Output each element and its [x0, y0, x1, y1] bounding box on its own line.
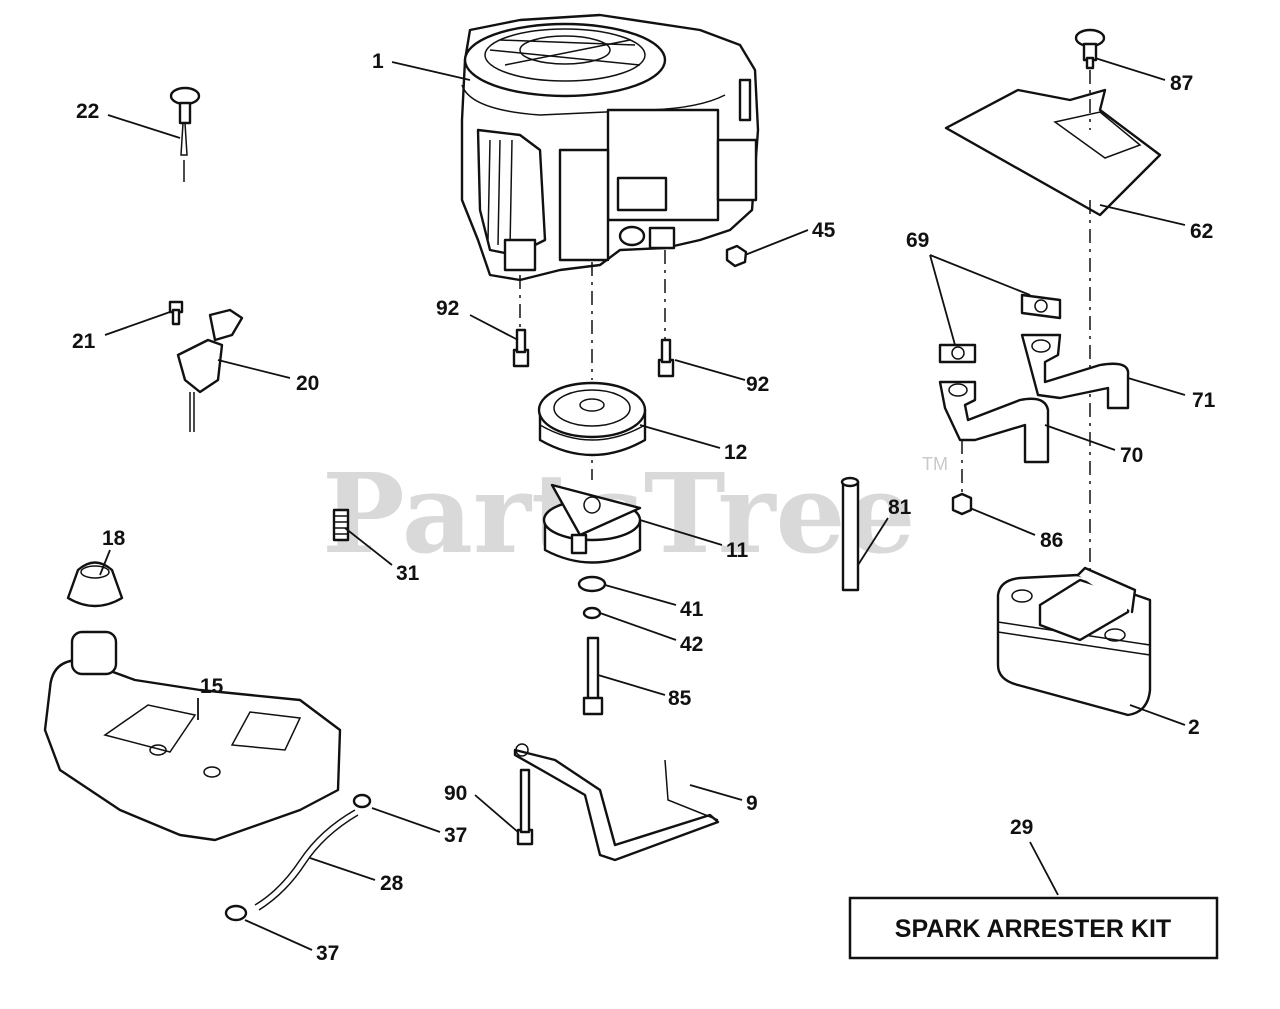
pulley-part-12[interactable]	[537, 381, 647, 457]
callout-87: 87	[1170, 72, 1193, 95]
callout-15: 15	[200, 675, 224, 698]
callout-31: 31	[396, 562, 420, 585]
callout-2: 2	[1188, 716, 1200, 739]
callout-1: 1	[372, 50, 384, 73]
heat-shield-part-62[interactable]	[944, 88, 1162, 217]
callout-62: 62	[1190, 220, 1213, 243]
callout-21: 21	[72, 330, 96, 353]
bolt-part-90[interactable]	[516, 768, 534, 846]
callout-9: 9	[746, 792, 758, 815]
tube-part-81[interactable]	[840, 476, 860, 592]
hose-clamp-part-37-lower[interactable]	[224, 904, 248, 922]
bolt-part-92-right[interactable]	[657, 338, 675, 378]
callout-37-lower: 37	[316, 942, 339, 965]
fuel-hose-part-28[interactable]	[254, 809, 359, 911]
leader-lines	[99, 57, 1186, 951]
callout-81: 81	[888, 496, 912, 519]
bolt-part-92-left[interactable]	[512, 328, 530, 368]
rod-part-9[interactable]	[513, 743, 720, 862]
kit-label: SPARK ARRESTER KIT	[895, 915, 1171, 943]
callout-20: 20	[296, 372, 319, 395]
callout-labels: 1 22 87 45 62 69 92 92 21 20 71 12 70 81…	[72, 50, 1216, 965]
watermark-tm: TM	[922, 454, 948, 474]
gasket-part-69-a[interactable]	[1020, 293, 1062, 320]
screw-part-21[interactable]	[168, 300, 184, 326]
knob-part-87[interactable]	[1074, 28, 1106, 70]
exhaust-pipe-part-70[interactable]	[938, 380, 1050, 464]
washer-part-41[interactable]	[577, 575, 607, 593]
callout-92-left: 92	[436, 297, 459, 320]
gasket-part-69-b[interactable]	[938, 343, 977, 364]
callout-70: 70	[1120, 444, 1143, 467]
callout-12: 12	[724, 441, 747, 464]
muffler-part-2[interactable]	[996, 566, 1152, 717]
callout-18: 18	[102, 527, 126, 550]
lock-washer-part-42[interactable]	[582, 606, 602, 620]
hose-clamp-part-37-upper[interactable]	[352, 793, 372, 809]
fuel-tank-part-15[interactable]	[43, 630, 342, 842]
engine-part[interactable]	[460, 13, 760, 282]
spring-part-31[interactable]	[332, 508, 350, 542]
exhaust-pipe-part-71[interactable]	[1020, 333, 1130, 410]
clutch-part-11[interactable]	[542, 483, 642, 564]
knob-part-22[interactable]	[169, 86, 201, 182]
bolt-part-85[interactable]	[582, 636, 604, 716]
callout-45: 45	[812, 219, 836, 242]
fuel-cap-part-18[interactable]	[66, 561, 124, 608]
throttle-control-part-20[interactable]	[176, 308, 244, 432]
callout-69: 69	[906, 229, 929, 252]
callout-22: 22	[76, 100, 99, 123]
nut-part-45[interactable]	[725, 244, 748, 268]
callout-41: 41	[680, 598, 704, 621]
spark-arrester-kit-box[interactable]: SPARK ARRESTER KIT	[848, 896, 1219, 960]
callout-86: 86	[1040, 529, 1063, 552]
callout-29: 29	[1010, 816, 1033, 839]
callout-92-right: 92	[746, 373, 769, 396]
callout-85: 85	[668, 687, 692, 710]
nut-part-86[interactable]	[951, 492, 973, 516]
callout-71: 71	[1192, 389, 1216, 412]
callout-90: 90	[444, 782, 467, 805]
callout-37-upper: 37	[444, 824, 467, 847]
callout-11: 11	[726, 539, 749, 562]
callout-28: 28	[380, 872, 404, 895]
callout-42: 42	[680, 633, 703, 656]
